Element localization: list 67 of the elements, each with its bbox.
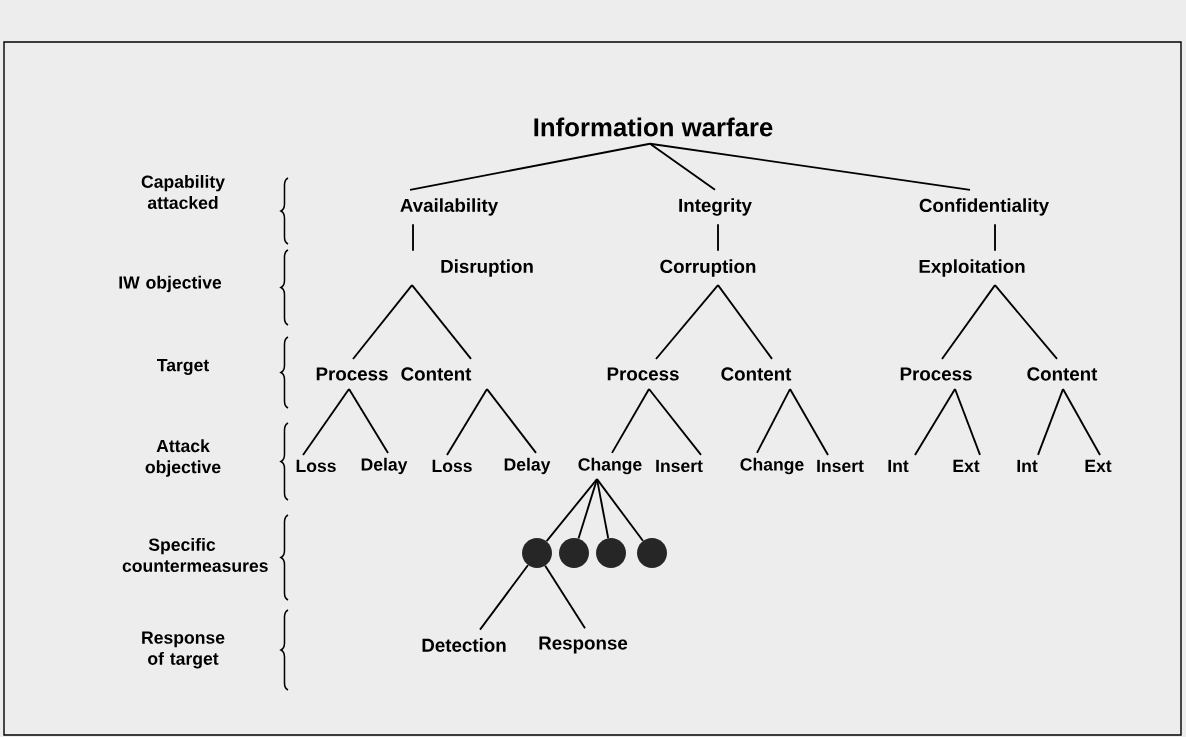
tree-line	[302, 388, 350, 456]
node-label: Process	[900, 367, 972, 381]
tree-line	[914, 388, 956, 456]
tree-line	[756, 388, 791, 454]
tree-line	[446, 388, 488, 456]
node-label: Response	[539, 636, 628, 654]
countermeasure-dot	[522, 538, 552, 568]
tree-line	[655, 284, 719, 360]
tree-line	[611, 388, 650, 454]
countermeasure-dot	[559, 538, 589, 568]
tree-line	[596, 478, 644, 542]
node-label: Content	[1027, 367, 1098, 381]
node-label: Change	[740, 457, 804, 475]
node-label: Ext	[1085, 459, 1112, 473]
node-label: Information warfare	[534, 117, 773, 137]
tree-line	[649, 142, 971, 191]
tree-line	[1062, 388, 1101, 456]
tree-line	[717, 223, 719, 252]
node-label: Loss	[432, 459, 472, 473]
tree-line	[577, 478, 598, 540]
tree-line	[545, 478, 598, 543]
node-label: Content	[721, 367, 792, 381]
node-label: Integrity	[679, 198, 752, 216]
tree-line	[352, 284, 413, 360]
node-label: Int	[1017, 459, 1038, 473]
tree-line	[412, 223, 414, 252]
node-label: Change	[578, 457, 642, 475]
tree-line	[596, 478, 610, 539]
tree-line	[409, 142, 651, 191]
node-label: Loss	[296, 459, 336, 473]
node-label: Corruption	[660, 259, 756, 277]
row-label: Specific countermeasures	[122, 538, 268, 572]
tree-line	[789, 388, 829, 456]
tree-line	[479, 564, 529, 631]
row-label: Target	[157, 359, 209, 375]
node-label: Delay	[361, 457, 408, 475]
tree-line	[941, 284, 996, 360]
node-label: Int	[888, 459, 909, 473]
tree-line	[411, 284, 472, 360]
tree-line	[486, 388, 537, 454]
node-label: Disruption	[441, 259, 533, 277]
tree-line	[954, 388, 981, 456]
row-label: Response of target	[142, 631, 225, 669]
node-label: Process	[316, 367, 388, 381]
row-label: IW objective	[119, 275, 222, 293]
tree-line	[544, 564, 586, 630]
row-label: Attack objective	[145, 439, 221, 477]
tree-line	[648, 388, 702, 456]
node-label: Exploitation	[919, 259, 1025, 277]
tree-line	[649, 142, 716, 191]
node-label: Availability	[400, 198, 499, 216]
node-label: Ext	[953, 459, 980, 473]
countermeasure-dot	[596, 538, 626, 568]
countermeasure-dot	[637, 538, 667, 568]
node-label: Process	[607, 367, 679, 381]
node-label: Content	[401, 367, 472, 381]
tree-line	[348, 388, 389, 454]
tree-line	[717, 284, 773, 360]
node-label: Detection	[422, 638, 506, 652]
node-label: Insert	[656, 459, 703, 473]
row-label: Capability attacked	[141, 175, 225, 209]
node-label: Delay	[504, 457, 551, 475]
tree-line	[994, 284, 1058, 360]
node-label: Insert	[817, 459, 864, 473]
tree-line	[994, 223, 996, 252]
node-label: Confidentiality	[919, 198, 1049, 216]
tree-line	[1037, 388, 1064, 456]
